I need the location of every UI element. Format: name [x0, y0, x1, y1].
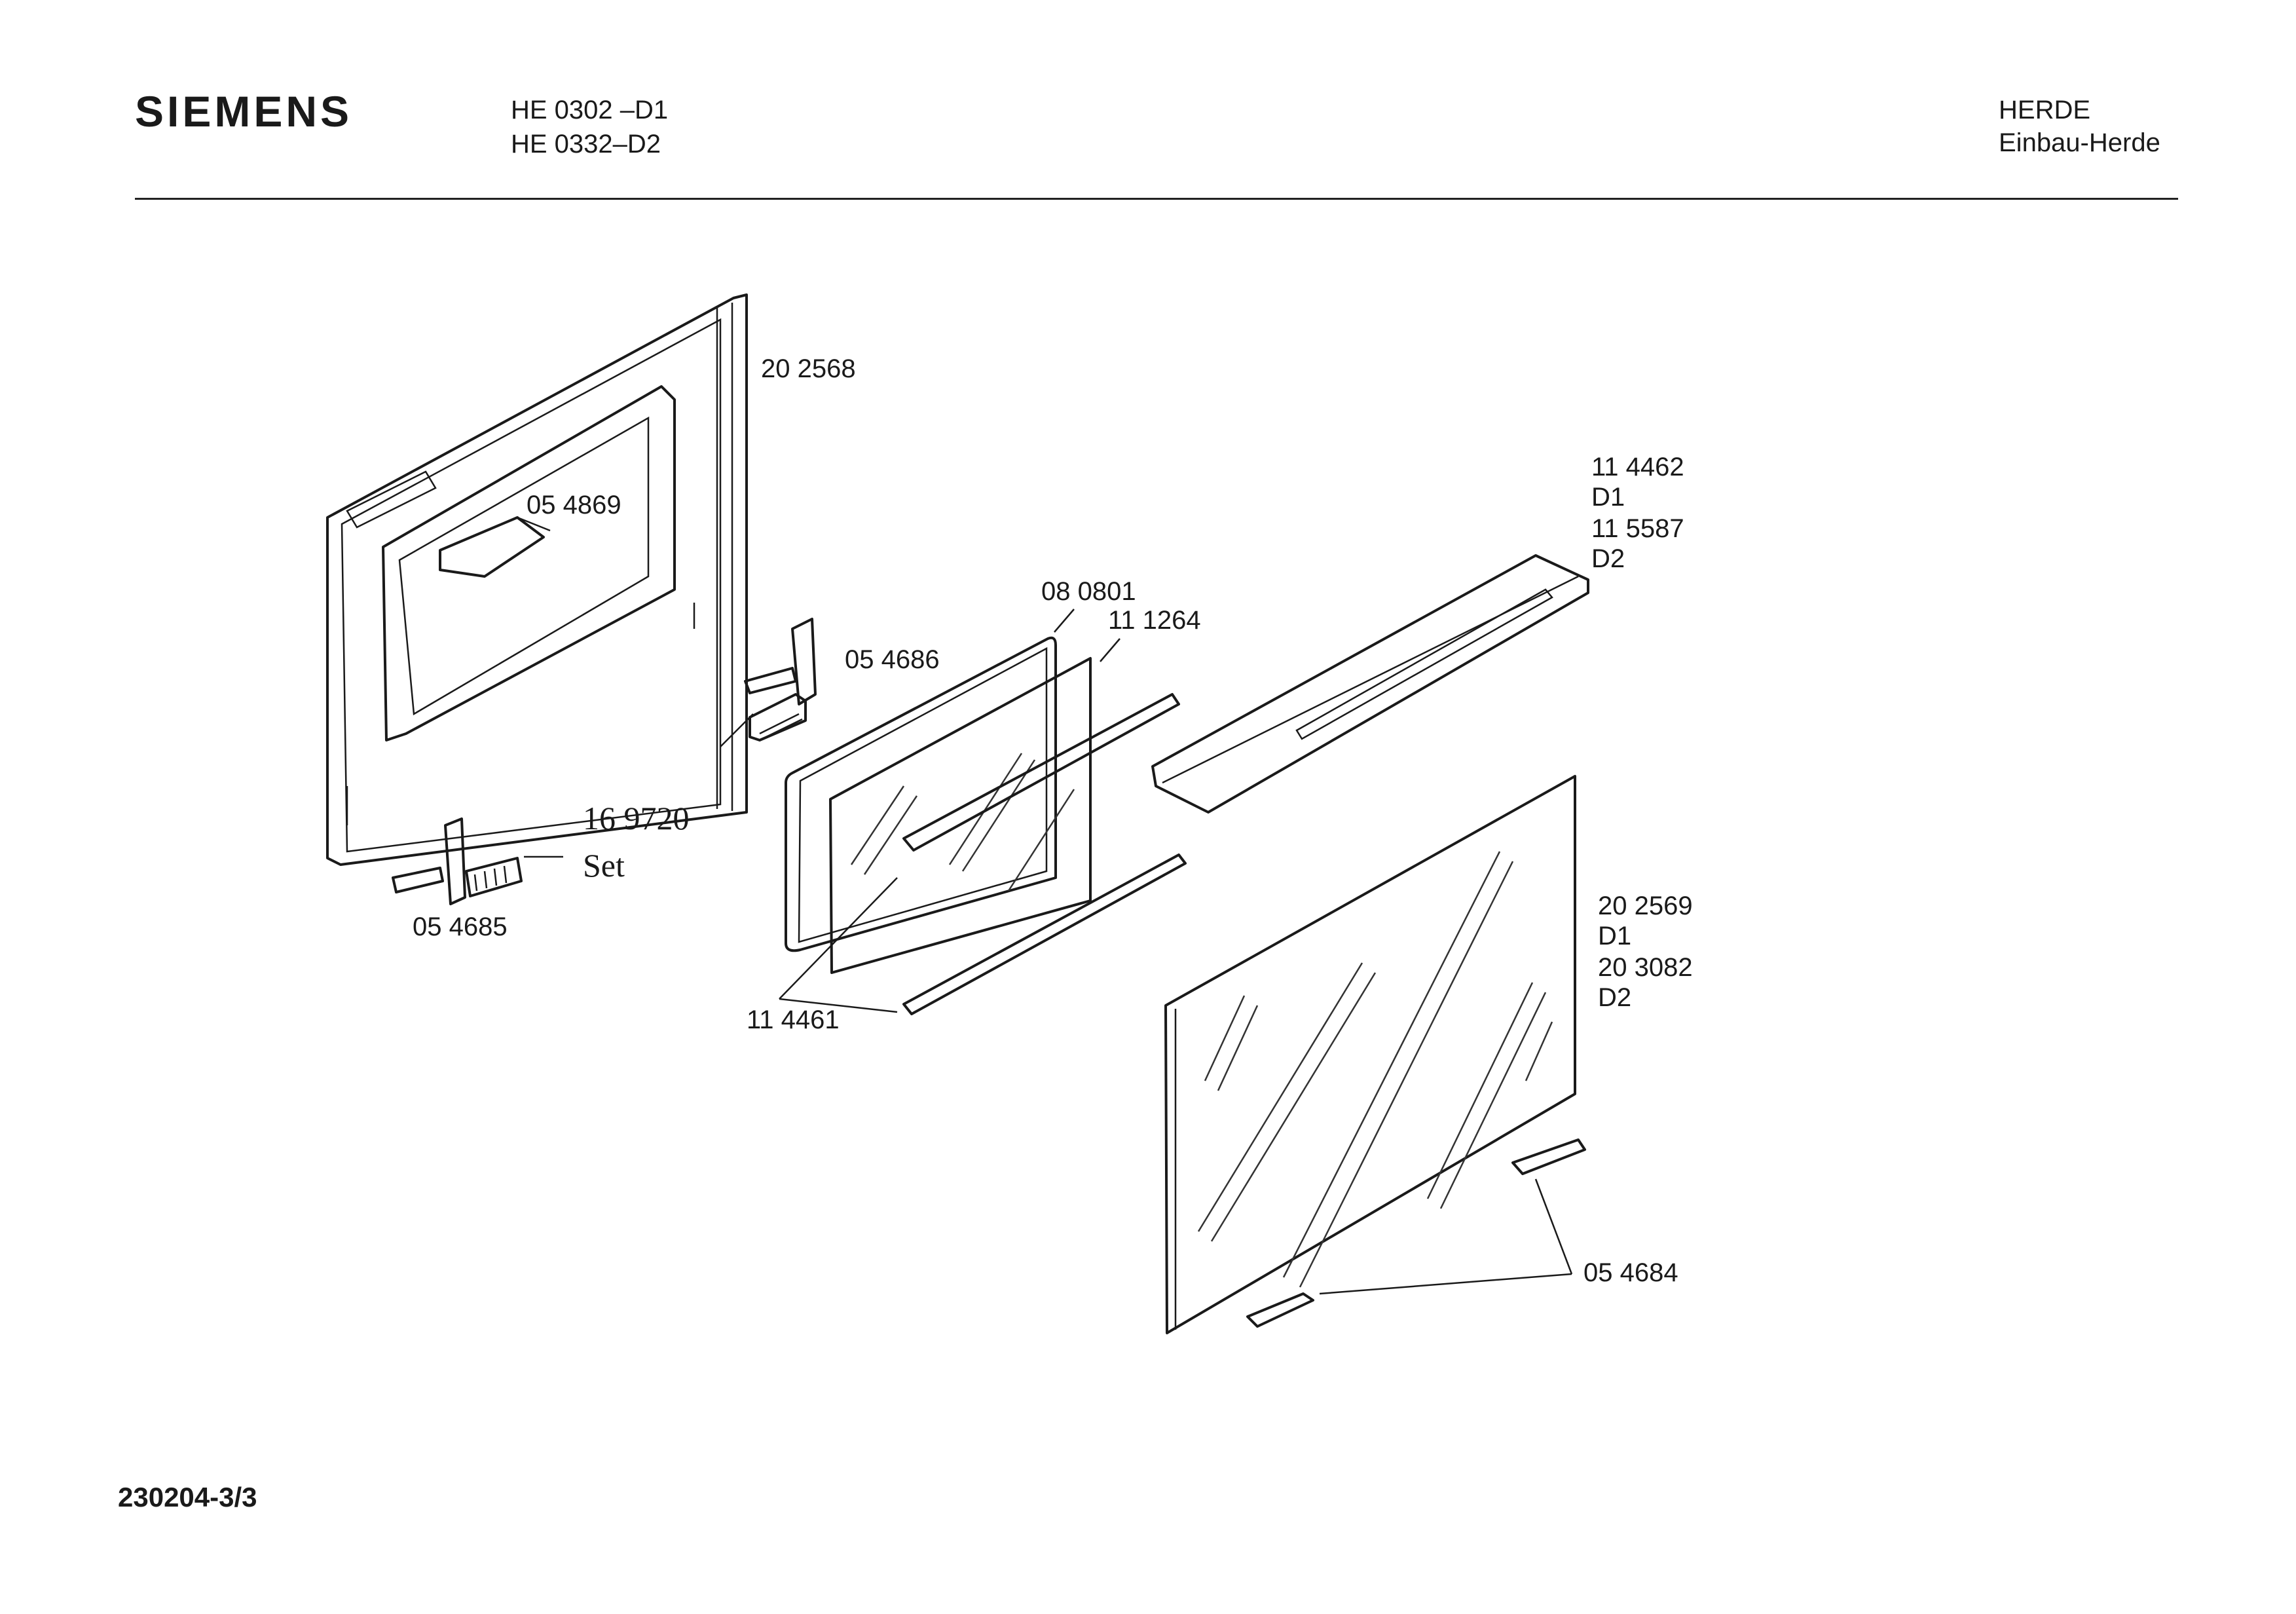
label-080801: 08 0801	[1041, 577, 1136, 606]
label-054869: 05 4869	[527, 491, 621, 519]
label-054684: 05 4684	[1583, 1258, 1678, 1287]
leader-lines	[517, 516, 1573, 1295]
door-handle	[1151, 554, 1589, 814]
header-rule	[135, 198, 2178, 200]
brand-logo: SIEMENS	[135, 87, 353, 136]
label-203082: 20 3082	[1598, 953, 1693, 982]
label-115587: 11 5587	[1591, 514, 1684, 543]
glass-clips	[1246, 1138, 1586, 1328]
label-d1-handle: D1	[1591, 483, 1625, 512]
document-number: 230204-3/3	[118, 1482, 257, 1512]
outer-glass-panel	[1164, 775, 1576, 1334]
inner-glass-pane	[829, 657, 1092, 974]
label-202569: 20 2569	[1598, 891, 1693, 920]
label-054686: 05 4686	[845, 645, 940, 674]
label-111264: 11 1264	[1108, 606, 1201, 635]
label-d2-handle: D2	[1591, 544, 1625, 573]
label-054685: 05 4685	[413, 912, 508, 941]
category-title: HERDE	[1999, 96, 2091, 124]
model-number-d2: HE 0332–D2	[511, 130, 661, 159]
model-number-d1: HE 0302 –D1	[511, 96, 669, 124]
category-subtitle: Einbau-Herde	[1999, 128, 2160, 157]
label-d1-glass: D1	[1598, 922, 1631, 950]
hinge-lower	[392, 817, 523, 905]
door-frame	[326, 293, 748, 866]
hinge-upper	[744, 618, 817, 741]
label-set: Set	[583, 847, 625, 884]
label-d2-glass: D2	[1598, 983, 1631, 1012]
door-gasket	[785, 636, 1057, 952]
glass-retaining-strips	[902, 693, 1187, 1015]
label-114461: 11 4461	[747, 1005, 840, 1034]
label-114462: 11 4462	[1591, 453, 1684, 481]
label-169720: 16 9720	[583, 800, 690, 836]
label-202568: 20 2568	[761, 354, 856, 383]
